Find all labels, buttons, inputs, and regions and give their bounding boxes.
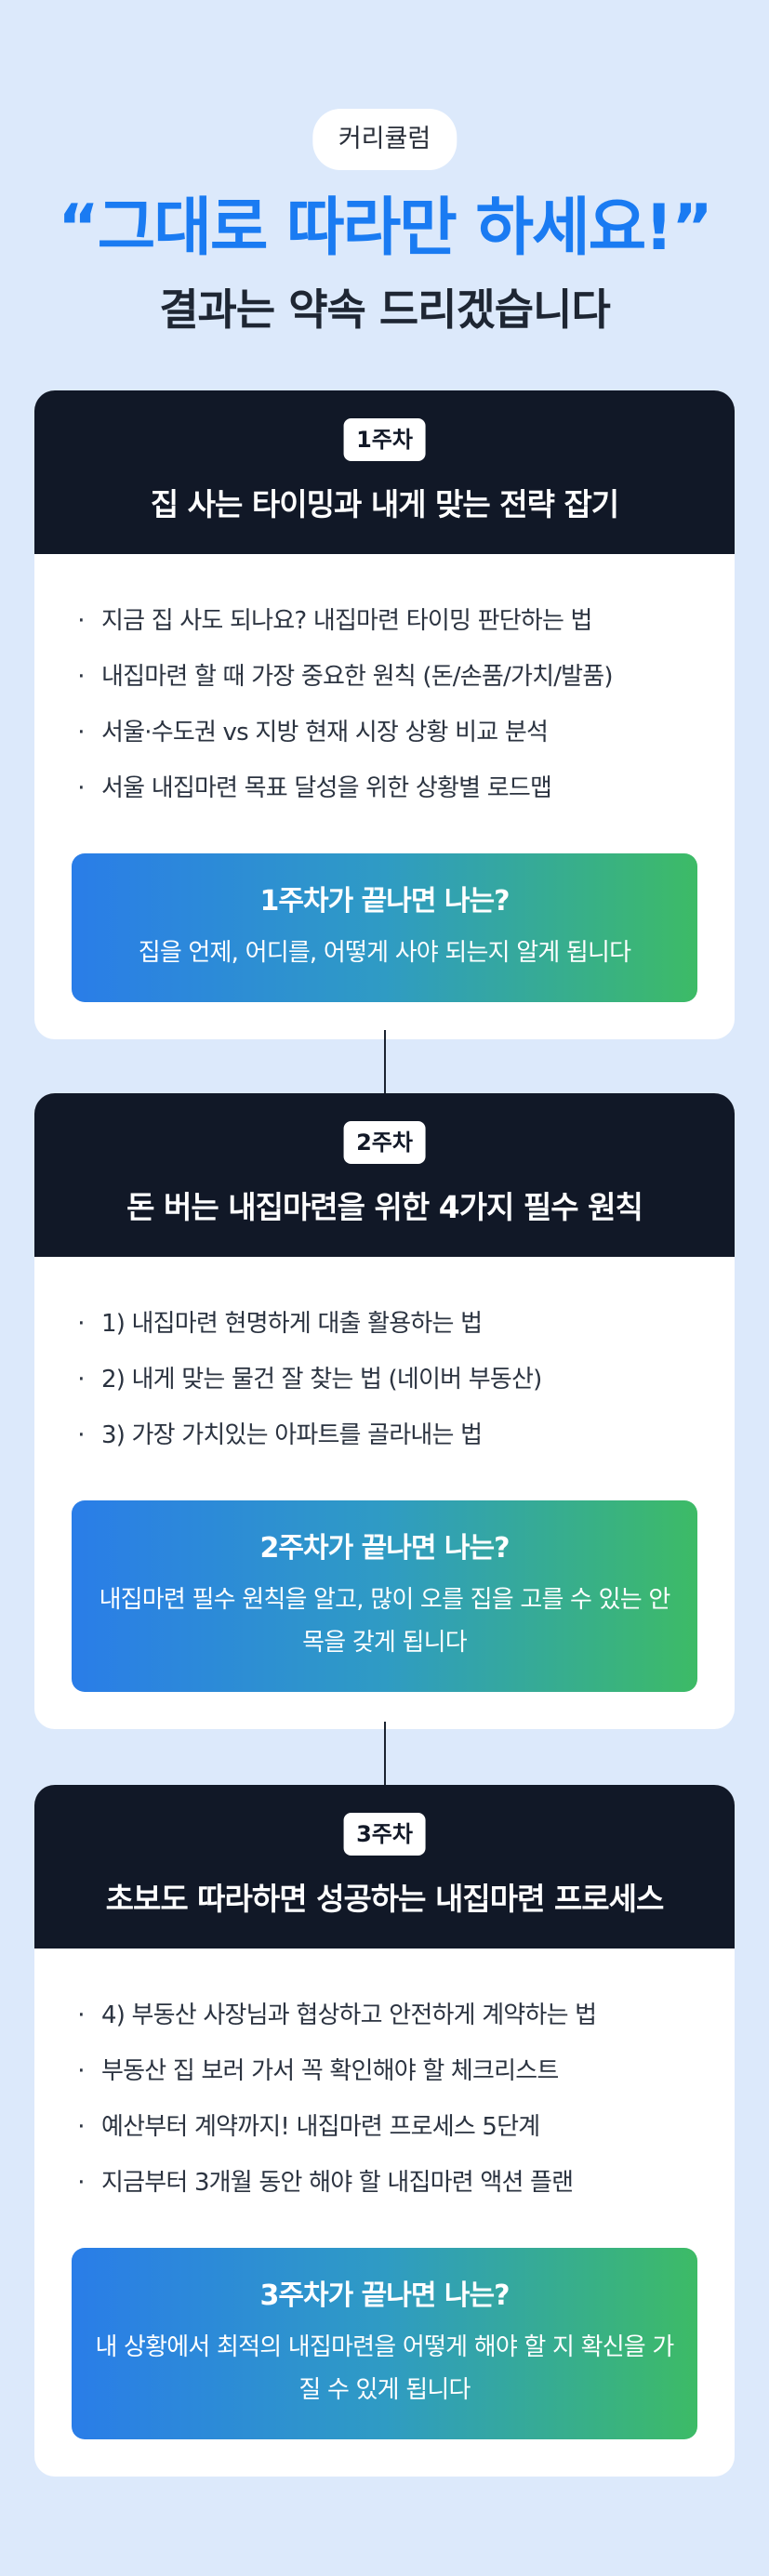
bullet-icon: · bbox=[77, 774, 85, 802]
week-1-card: 1주차 집 사는 타이밍과 내게 맞는 전략 잡기 · 지금 집 사도 되나요? … bbox=[34, 390, 735, 1039]
result-box: 1주차가 끝나면 나는? 집을 언제, 어디를, 어떻게 사야 되는지 알게 됩… bbox=[72, 853, 697, 1002]
result-text: 집을 언제, 어디를, 어떻게 사야 되는지 알게 됩니다 bbox=[138, 939, 631, 967]
bullet-icon: · bbox=[77, 2057, 85, 2085]
hero-section: 커리큘럼 “그대로 따라만 하세요!” 결과는 약속 드리겠습니다 bbox=[0, 0, 769, 390]
list-item: · 예산부터 계약까지! 내집마련 프로세스 5단계 bbox=[72, 2099, 697, 2155]
topic-list: · 지금 집 사도 되나요? 내집마련 타이밍 판단하는 법 · 내집마련 할 때 … bbox=[72, 593, 697, 816]
week-3-header: 3주차 초보도 따라하면 성공하는 내집마련 프로세스 bbox=[34, 1785, 735, 1949]
bullet-icon: · bbox=[77, 2113, 85, 2141]
week-badge: 1주차 bbox=[343, 418, 426, 461]
list-item: · 3) 가장 가치있는 아파트를 골라내는 법 bbox=[72, 1407, 697, 1463]
connector-line bbox=[384, 1722, 386, 1785]
bullet-icon: · bbox=[77, 1310, 85, 1338]
list-item-text: 1) 내집마련 현명하게 대출 활용하는 법 bbox=[101, 1310, 483, 1338]
list-item: · 지금 집 사도 되나요? 내집마련 타이밍 판단하는 법 bbox=[72, 593, 697, 649]
list-item-text: 지금 집 사도 되나요? 내집마련 타이밍 판단하는 법 bbox=[101, 607, 592, 635]
list-item: · 서울·수도권 vs 지방 현재 시장 상황 비교 분석 bbox=[72, 705, 697, 760]
list-item: · 서울 내집마련 목표 달성을 위한 상황별 로드맵 bbox=[72, 760, 697, 816]
week-title: 집 사는 타이밍과 내게 맞는 전략 잡기 bbox=[150, 486, 619, 522]
bullet-icon: · bbox=[77, 2169, 85, 2197]
bullet-icon: · bbox=[77, 1421, 85, 1449]
list-item: · 1) 내집마련 현명하게 대출 활용하는 법 bbox=[72, 1296, 697, 1352]
list-item-text: 서울·수도권 vs 지방 현재 시장 상황 비교 분석 bbox=[101, 719, 549, 746]
week-3-card: 3주차 초보도 따라하면 성공하는 내집마련 프로세스 · 4) 부동산 사장님과… bbox=[34, 1785, 735, 2477]
headline: “그대로 따라만 하세요!” bbox=[58, 192, 713, 265]
bullet-icon: · bbox=[77, 2001, 85, 2029]
list-item-text: 내집마련 할 때 가장 중요한 원칙 (돈/손품/가치/발품) bbox=[101, 663, 614, 691]
week-1-header: 1주차 집 사는 타이밍과 내게 맞는 전략 잡기 bbox=[34, 390, 735, 554]
list-item-text: 예산부터 계약까지! 내집마련 프로세스 5단계 bbox=[101, 2113, 540, 2141]
week-badge: 2주차 bbox=[343, 1121, 426, 1164]
curriculum-pill: 커리큘럼 bbox=[312, 109, 457, 170]
list-item: · 4) 부동산 사장님과 협상하고 안전하게 계약하는 법 bbox=[72, 1988, 697, 2043]
bullet-icon: · bbox=[77, 663, 85, 691]
list-item-text: 부동산 집 보러 가서 꼭 확인해야 할 체크리스트 bbox=[101, 2057, 559, 2085]
list-item-text: 2) 내게 맞는 물건 잘 찾는 법 (네이버 부동산) bbox=[101, 1366, 542, 1394]
week-2-header: 2주차 돈 버는 내집마련을 위한 4가지 필수 원칙 bbox=[34, 1093, 735, 1257]
week-1-body: · 지금 집 사도 되나요? 내집마련 타이밍 판단하는 법 · 내집마련 할 때 … bbox=[34, 554, 735, 1039]
week-3-body: · 4) 부동산 사장님과 협상하고 안전하게 계약하는 법 · 부동산 집 보러 … bbox=[34, 1949, 735, 2477]
week-2-body: · 1) 내집마련 현명하게 대출 활용하는 법 · 2) 내게 맞는 물건 잘 찾… bbox=[34, 1257, 735, 1729]
result-title: 2주차가 끝나면 나는? bbox=[259, 1532, 510, 1565]
list-item-text: 지금부터 3개월 동안 해야 할 내집마련 액션 플랜 bbox=[101, 2169, 574, 2197]
list-item: · 지금부터 3개월 동안 해야 할 내집마련 액션 플랜 bbox=[72, 2155, 697, 2211]
week-badge: 3주차 bbox=[343, 1813, 426, 1856]
list-item: · 2) 내게 맞는 물건 잘 찾는 법 (네이버 부동산) bbox=[72, 1352, 697, 1407]
result-text: 내집마련 필수 원칙을 알고, 많이 오를 집을 고를 수 있는 안목을 갖게 … bbox=[99, 1586, 671, 1657]
week-title: 돈 버는 내집마련을 위한 4가지 필수 원칙 bbox=[126, 1189, 643, 1225]
result-title: 3주차가 끝나면 나는? bbox=[259, 2279, 510, 2312]
topic-list: · 4) 부동산 사장님과 협상하고 안전하게 계약하는 법 · 부동산 집 보러 … bbox=[72, 1988, 697, 2211]
bullet-icon: · bbox=[77, 719, 85, 746]
week-title: 초보도 따라하면 성공하는 내집마련 프로세스 bbox=[105, 1881, 665, 1917]
subheadline: 결과는 약속 드리겠습니다 bbox=[159, 284, 611, 335]
list-item-text: 3) 가장 가치있는 아파트를 골라내는 법 bbox=[101, 1421, 483, 1449]
topic-list: · 1) 내집마련 현명하게 대출 활용하는 법 · 2) 내게 맞는 물건 잘 찾… bbox=[72, 1296, 697, 1463]
result-box: 3주차가 끝나면 나는? 내 상황에서 최적의 내집마련을 어떻게 해야 할 지… bbox=[72, 2248, 697, 2439]
result-box: 2주차가 끝나면 나는? 내집마련 필수 원칙을 알고, 많이 오를 집을 고를… bbox=[72, 1500, 697, 1692]
bullet-icon: · bbox=[77, 607, 85, 635]
result-text: 내 상황에서 최적의 내집마련을 어떻게 해야 할 지 확신을 가질 수 있게 … bbox=[95, 2333, 674, 2404]
week-2-card: 2주차 돈 버는 내집마련을 위한 4가지 필수 원칙 · 1) 내집마련 현명하… bbox=[34, 1093, 735, 1729]
list-item: · 부동산 집 보러 가서 꼭 확인해야 할 체크리스트 bbox=[72, 2043, 697, 2099]
list-item-text: 4) 부동산 사장님과 협상하고 안전하게 계약하는 법 bbox=[101, 2001, 597, 2029]
list-item-text: 서울 내집마련 목표 달성을 위한 상황별 로드맵 bbox=[101, 774, 552, 802]
list-item: · 내집마련 할 때 가장 중요한 원칙 (돈/손품/가치/발품) bbox=[72, 649, 697, 705]
connector-line bbox=[384, 1030, 386, 1093]
result-title: 1주차가 끝나면 나는? bbox=[259, 885, 510, 918]
bullet-icon: · bbox=[77, 1366, 85, 1394]
